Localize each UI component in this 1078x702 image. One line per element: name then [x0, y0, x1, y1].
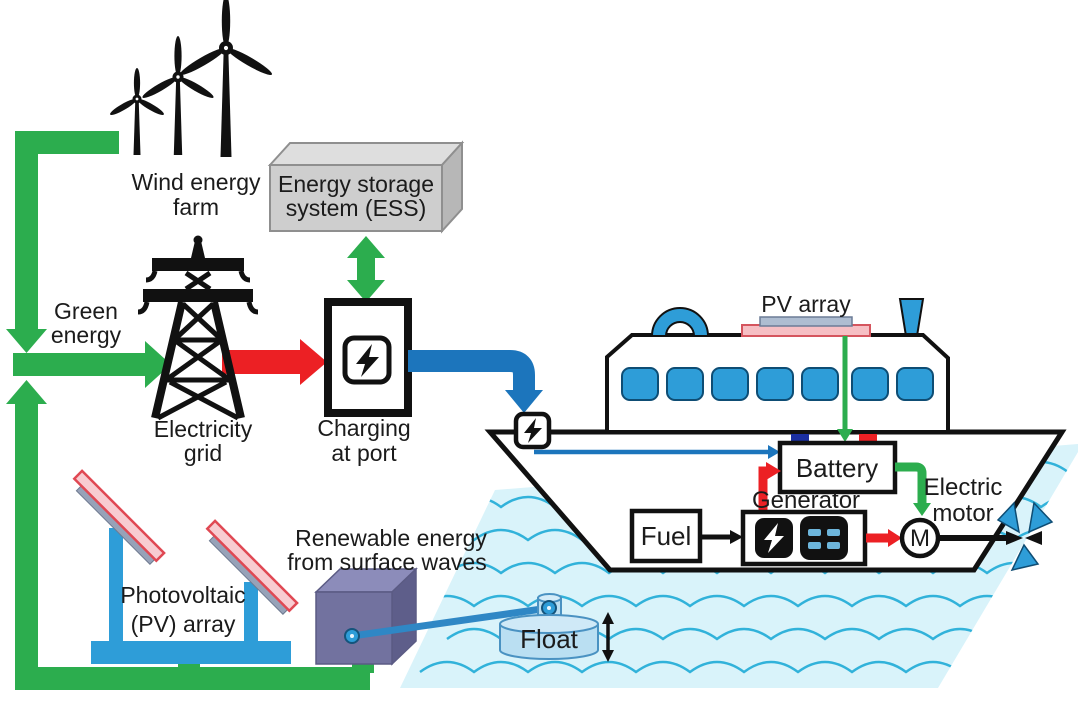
solar-panel-icon [72, 469, 166, 565]
electric-motor-label: Electric [924, 474, 1003, 501]
wave-energy-label: Renewable energy [295, 525, 487, 551]
pv-ground-label: Photovoltaic [120, 582, 245, 608]
generator-to-motor-arrow [866, 529, 902, 547]
pv-ship-label: PV array [761, 291, 851, 317]
solar-panel-icon [205, 519, 299, 615]
ship-arch [650, 307, 710, 337]
charging-to-ship-arrow [408, 350, 543, 413]
float-arm [348, 604, 553, 640]
ground-pv-array [72, 469, 299, 664]
fuel-box [629, 508, 743, 564]
green-energy-label: energy [51, 322, 122, 348]
charging-at-port-label: at port [331, 440, 397, 466]
wind-farm-label: Wind energy [131, 169, 261, 195]
electricity-pylon-icon [137, 235, 259, 421]
battery-to-motor-arrow [895, 462, 931, 516]
wave-energy-converter [314, 567, 553, 666]
green-energy-arrow-shaft [13, 353, 145, 376]
ship-windows [621, 367, 934, 401]
battery-positive-terminal [859, 434, 877, 443]
pv-ground-label: (PV) array [131, 611, 236, 637]
green-loop-left-lower-segment [15, 404, 38, 690]
wave-energy-label: from surface waves [287, 549, 486, 575]
float-label: Float [520, 624, 579, 654]
generator-to-battery-arrow [758, 462, 781, 514]
charging-station-box [324, 298, 412, 417]
electricity-grid-label: grid [184, 440, 222, 466]
ess-label: system (ESS) [286, 195, 427, 221]
port-to-battery-line [534, 445, 780, 459]
green-energy-arrowhead [145, 341, 171, 388]
ship-funnel [898, 298, 925, 337]
ship-pv-panel [759, 316, 853, 327]
motor-symbol: M [910, 525, 930, 552]
electric-motor-circle: M [899, 517, 941, 559]
charging-at-port-label: Charging [317, 415, 410, 441]
battery-negative-terminal [791, 434, 809, 443]
ess-label: Energy storage [278, 171, 434, 197]
electricity-grid-label: Electricity [154, 416, 253, 442]
pv-to-battery-line [837, 336, 853, 442]
fuel-label: Fuel [641, 521, 692, 551]
grid-to-charging-arrow [222, 339, 327, 385]
float-vertical-motion-arrow [602, 612, 614, 662]
electric-motor-label: motor [932, 500, 993, 527]
diagram-labels: Wind energy farm Green energy Electricit… [51, 169, 1003, 654]
pv-base [91, 641, 291, 664]
ess-charging-double-arrow [347, 236, 385, 302]
green-up-arrowhead [6, 380, 47, 404]
wind-turbine-icon [110, 0, 272, 157]
green-energy-label: Green [54, 298, 118, 324]
converter-box [315, 591, 393, 665]
green-loop-top-segment [15, 131, 119, 154]
engine-block-icon [800, 516, 848, 560]
battery-label: Battery [796, 453, 878, 483]
pv-post [244, 582, 258, 648]
energy-storage-system-box [267, 140, 465, 234]
wind-farm-label: farm [173, 194, 219, 220]
pv-post [109, 528, 123, 648]
green-loop-bottom-segment [15, 667, 370, 690]
port-connector-icon [513, 411, 552, 450]
green-down-arrowhead [6, 329, 47, 353]
propeller-icon [996, 501, 1054, 572]
green-energy-loop [6, 131, 374, 690]
green-loop-left-upper-segment [15, 131, 38, 329]
generator-box [740, 509, 868, 567]
wave-float [499, 593, 614, 662]
generator-label: Generator [752, 487, 860, 514]
